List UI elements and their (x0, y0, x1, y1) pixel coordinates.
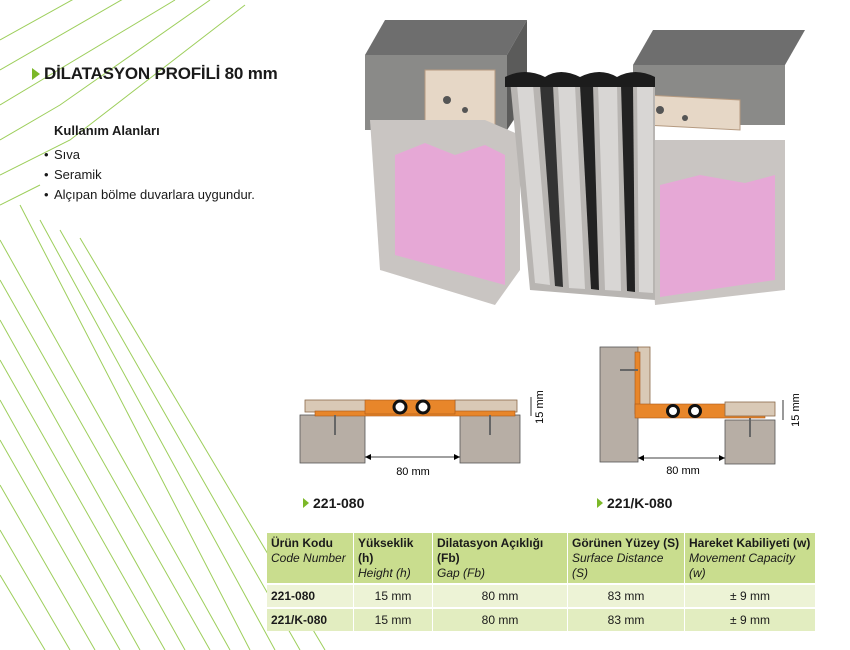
header-movement-capacity: Hareket Kabiliyeti (w)Movement Capacity … (684, 533, 816, 584)
cell-height: 15 mm (353, 583, 433, 608)
header-en: Movement Capacity (w) (689, 551, 796, 580)
header-height: Yükseklik (h)Height (h) (353, 533, 433, 584)
product-code-label-left: 221-080 (303, 495, 364, 511)
usage-list: Sıva Seramik Alçıpan bölme duvarlara uyg… (44, 145, 255, 205)
usage-item: Alçıpan bölme duvarlara uygundur. (44, 185, 255, 205)
header-en: Gap (Fb) (437, 566, 486, 580)
code-arrow-icon (597, 498, 603, 508)
right-height-label: 15 mm (790, 393, 802, 427)
cell-movement: ± 9 mm (684, 583, 816, 608)
product-code-text: 221-080 (313, 495, 365, 511)
cell-gap: 80 mm (432, 607, 568, 631)
product-code-label-right: 221/K-080 (597, 495, 672, 511)
header-tr: Hareket Kabiliyeti (w) (689, 536, 811, 550)
header-tr: Dilatasyon Açıklığı (Fb) (437, 536, 544, 565)
cell-movement: ± 9 mm (684, 607, 816, 631)
cell-height: 15 mm (353, 607, 433, 631)
cell-surface: 83 mm (567, 607, 685, 631)
cross-section-diagram-221-080: 80 mm 15 mm (299, 390, 546, 478)
left-width-label: 80 mm (396, 466, 430, 478)
usage-item: Sıva (44, 145, 255, 165)
header-en: Height (h) (358, 566, 411, 580)
cell-surface: 83 mm (567, 583, 685, 608)
title-arrow-icon (32, 68, 40, 80)
left-height-label: 15 mm (534, 390, 546, 424)
header-tr: Görünen Yüzey (S) (572, 536, 680, 550)
product-code-text: 221/K-080 (607, 495, 673, 511)
header-en: Code Number (271, 551, 346, 565)
header-surface-distance: Görünen Yüzey (S)Surface Distance (S) (567, 533, 685, 584)
header-tr: Ürün Kodu (271, 536, 333, 550)
right-width-label: 80 mm (666, 465, 700, 477)
header-gap: Dilatasyon Açıklığı (Fb)Gap (Fb) (432, 533, 568, 584)
product-3d-illustration (365, 20, 805, 305)
page-title-text: DİLATASYON PROFİLİ 80 mm (44, 64, 278, 83)
table-row: 221/K-080 15 mm 80 mm 83 mm ± 9 mm (267, 607, 816, 631)
header-tr: Yükseklik (h) (358, 536, 414, 565)
cross-section-diagram-221-k-080: 80 mm 15 mm (599, 346, 802, 477)
table-row: 221-080 15 mm 80 mm 83 mm ± 9 mm (267, 583, 816, 608)
header-en: Surface Distance (S) (572, 551, 664, 580)
cell-code: 221-080 (267, 583, 354, 608)
cell-gap: 80 mm (432, 583, 568, 608)
usage-item: Seramik (44, 165, 255, 185)
usage-heading: Kullanım Alanları (54, 123, 160, 138)
code-arrow-icon (303, 498, 309, 508)
usage-section: Kullanım Alanları Sıva Seramik Alçıpan b… (44, 121, 255, 205)
cell-code: 221/K-080 (267, 607, 354, 631)
page-title: DİLATASYON PROFİLİ 80 mm (32, 64, 278, 84)
